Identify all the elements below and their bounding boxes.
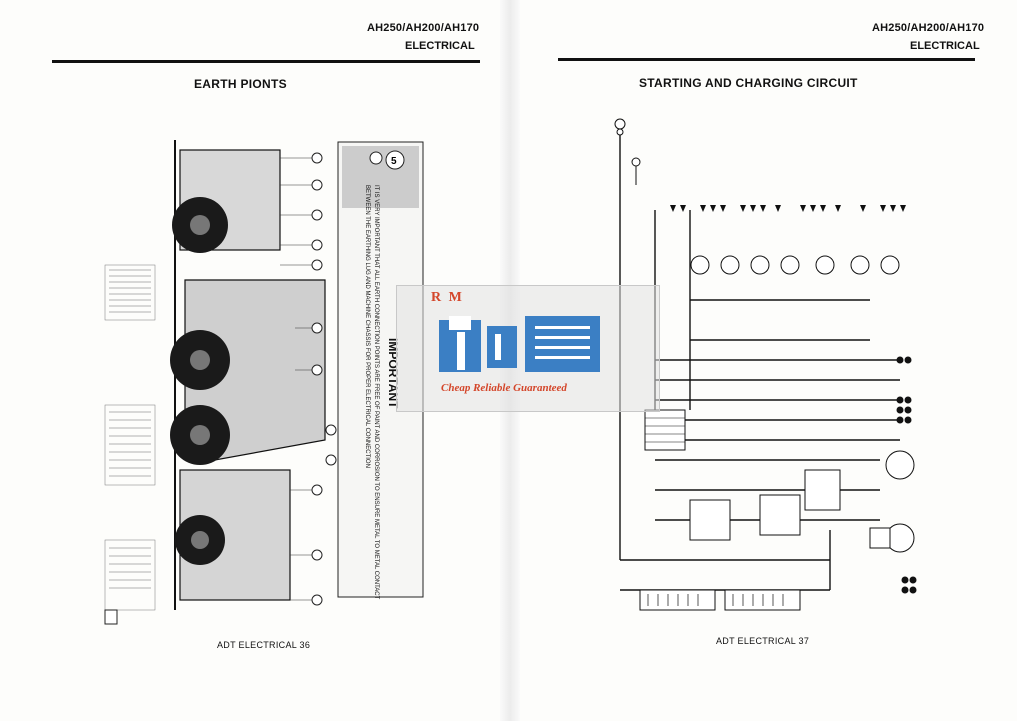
- battery-cells: [647, 594, 784, 606]
- header-section: ELECTRICAL: [910, 40, 980, 52]
- callout-leaders: [280, 157, 312, 601]
- header-section: ELECTRICAL: [405, 40, 475, 52]
- alternator-symbol: [885, 450, 915, 480]
- important-text: IT IS VERY IMPORTANT THAT ALL EARTH CONN…: [364, 185, 379, 600]
- header-rule: [558, 58, 975, 61]
- connector-terminals: [670, 205, 906, 212]
- diode-relay-box: [804, 469, 841, 511]
- starting-charging-schematic: [614, 118, 917, 611]
- callout-markers: [311, 152, 337, 606]
- header-model: AH250/AH200/AH170: [367, 22, 480, 34]
- ignition-relay-box: [689, 499, 731, 541]
- earth-symbol-icon: [385, 150, 405, 170]
- right-page: AH250/AH200/AH170 ELECTRICAL STARTING AN…: [520, 0, 1017, 721]
- legend-text-blocks: [104, 264, 156, 611]
- page-footer: ADT ELECTRICAL 37: [716, 636, 810, 646]
- fuse-block-lines: [645, 417, 685, 443]
- legend-lines: [109, 269, 151, 589]
- relay-coils: [690, 255, 900, 275]
- ground-terminals: [896, 356, 917, 594]
- isolator-relay-box: [759, 494, 801, 536]
- page-title: STARTING AND CHARGING CIRCUIT: [639, 76, 858, 90]
- watermark: R M Cheap Reliable Guaranteed: [396, 285, 660, 412]
- wheels: [170, 197, 230, 565]
- header-rule: [52, 60, 480, 63]
- page-footer: ADT ELECTRICAL 36: [217, 640, 311, 650]
- watermark-logo-icon: [439, 316, 600, 372]
- page-title: EARTH PIONTS: [194, 77, 287, 91]
- watermark-slogan: Cheap Reliable Guaranteed: [441, 382, 567, 394]
- fuse-block: [644, 409, 686, 451]
- watermark-logo-text: R M: [431, 290, 464, 305]
- earth-ref-icon: [104, 609, 118, 625]
- header-model: AH250/AH200/AH170: [872, 22, 985, 34]
- svg-text:5: 5: [391, 156, 397, 167]
- key-switch-icon: [614, 118, 641, 185]
- earth-points-diagram: 5: [104, 140, 424, 625]
- batteries: [639, 589, 801, 611]
